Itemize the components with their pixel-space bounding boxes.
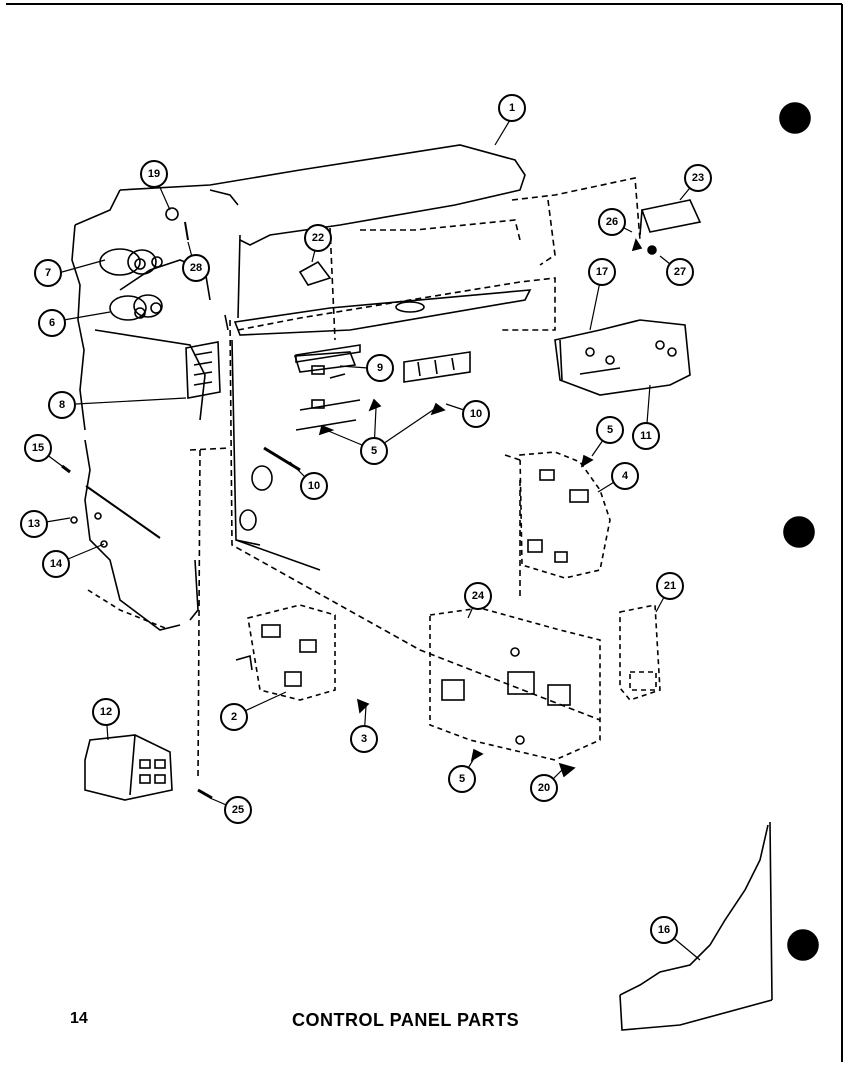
callout-bubble (140, 160, 168, 188)
leader-lines (33, 119, 701, 961)
callout-label-6: 6 (49, 317, 55, 329)
callout-label-26: 26 (606, 216, 618, 228)
callout-label-13: 13 (28, 518, 40, 530)
relay-2 (235, 604, 336, 701)
callout-bubble (304, 224, 332, 252)
terminal-strip-8 (185, 341, 221, 399)
callout-label-11: 11 (640, 430, 652, 442)
part-19-28 (165, 207, 189, 241)
callout-bubble (464, 582, 492, 610)
clip-22 (298, 260, 332, 286)
callout-bubble (42, 550, 70, 578)
callout-label-27: 27 (674, 266, 686, 278)
page-number: 14 (70, 1010, 88, 1027)
left-hardware (61, 464, 161, 548)
callout-bubble (462, 400, 490, 428)
callout-bubble (588, 258, 616, 286)
callout-label-10: 10 (308, 480, 320, 492)
callout-bubble (656, 572, 684, 600)
callout-label-5: 5 (371, 445, 377, 457)
callout-bubble (300, 472, 328, 500)
callout-label-8: 8 (59, 399, 65, 411)
callout-bubble (366, 354, 394, 382)
callout-bubble (38, 309, 66, 337)
callout-label-5: 5 (607, 424, 613, 436)
callout-bubble (350, 725, 378, 753)
left-side-panel (71, 189, 211, 631)
bracket-9 (293, 351, 357, 409)
callout-bubble (530, 774, 558, 802)
callout-bubble (598, 208, 626, 236)
callout-label-16: 16 (658, 924, 670, 936)
callout-label-17: 17 (596, 266, 608, 278)
callout-label-5: 5 (459, 773, 465, 785)
callout-bubble (24, 434, 52, 462)
callout-bubble (224, 796, 252, 824)
bracket-23 (639, 199, 702, 236)
callout-bubble (498, 94, 526, 122)
callout-label-14: 14 (50, 558, 63, 570)
callout-label-24: 24 (472, 590, 485, 602)
knob-6 (109, 294, 163, 321)
callout-label-20: 20 (538, 782, 550, 794)
screws-3-20 (356, 698, 576, 778)
inset-16 (619, 821, 773, 1031)
top-panel-cover (119, 144, 532, 336)
part-21 (619, 604, 661, 701)
callout-label-23: 23 (692, 172, 704, 184)
callout-label-25: 25 (232, 804, 244, 816)
callout-bubble (92, 698, 120, 726)
callout-label-9: 9 (377, 362, 383, 374)
knob-7 (99, 248, 163, 276)
contactor-24 (429, 607, 601, 761)
callout-bubble (182, 254, 210, 282)
timer-assembly-17 (554, 319, 691, 396)
callout-bubble (448, 765, 476, 793)
callout-bubble (220, 703, 248, 731)
callout-label-4: 4 (622, 470, 629, 482)
callout-label-19: 19 (148, 168, 160, 180)
callout-label-28: 28 (190, 262, 202, 274)
binder-hole-top (779, 102, 811, 134)
callout-bubble (684, 164, 712, 192)
page-title: CONTROL PANEL PARTS (292, 1010, 520, 1030)
callout-bubble (666, 258, 694, 286)
callout-label-3: 3 (361, 733, 367, 745)
terminal-block-12 (84, 734, 173, 801)
callout-label-15: 15 (32, 442, 44, 454)
callout-label-10: 10 (470, 408, 482, 420)
callout-bubble (34, 259, 62, 287)
control-box-front (231, 339, 361, 571)
callout-label-21: 21 (664, 580, 676, 592)
module-4 (519, 451, 611, 579)
binder-hole-middle (783, 516, 815, 548)
callout-bubble (48, 391, 76, 419)
callout-bubble (611, 462, 639, 490)
callout-label-7: 7 (45, 267, 51, 279)
part-25 (197, 788, 213, 800)
relay-10-top (403, 351, 471, 383)
callout-label-12: 12 (100, 706, 112, 718)
control-box (189, 177, 641, 781)
callout-bubble (360, 437, 388, 465)
binder-hole-bottom (787, 929, 819, 961)
callout-label-1: 1 (509, 102, 515, 114)
callout-label-2: 2 (231, 711, 237, 723)
screws-26-27 (631, 238, 657, 255)
callout-bubble (650, 916, 678, 944)
callout-bubble (20, 510, 48, 538)
callout-bubble (632, 422, 660, 450)
callout-label-22: 22 (312, 232, 324, 244)
callout-bubble (596, 416, 624, 444)
